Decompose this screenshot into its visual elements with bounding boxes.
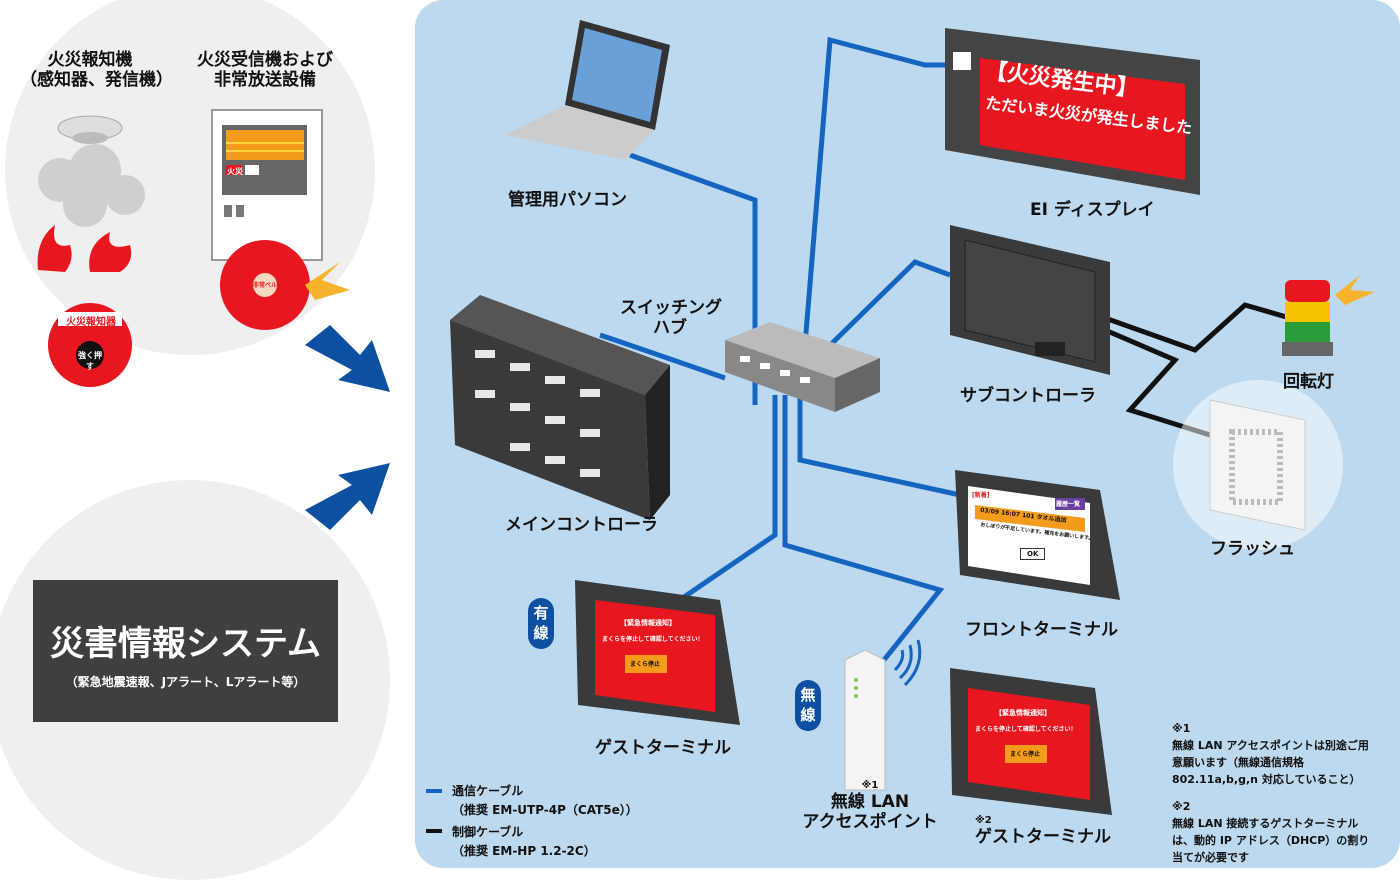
fire-icon: [37, 225, 132, 272]
flash-icon: [1173, 380, 1343, 550]
alarm-button-text: 強く押す: [78, 351, 102, 371]
front-tag: [新着]: [972, 492, 990, 499]
fire-receiver-icon: [211, 109, 323, 261]
front-terminal-label: フロントターミナル: [965, 620, 1118, 640]
front-terminal-icon: [955, 470, 1120, 600]
legend-ctrl: 制御ケーブル（推奨 EM-HP 1.2-2C）: [452, 825, 596, 858]
laptop-label: 管理用パソコン: [508, 190, 627, 210]
legend: 通信ケーブル（推奨 EM-UTP-4P（CAT5e）） 制御ケーブル（推奨 EM…: [452, 782, 638, 860]
arrow-icon: [305, 325, 390, 530]
wireless-badge: 無線: [795, 680, 821, 731]
main-controller-icon: [450, 295, 670, 520]
laptop-icon: [505, 20, 670, 160]
hub-label: スイッチングハブ: [620, 298, 722, 339]
disaster-system-subtitle: （緊急地震速報、Jアラート、Lアラート等）: [65, 675, 306, 689]
fire-bell-icon: [220, 240, 350, 330]
wired-badge: 有線: [528, 598, 554, 649]
alarm-button-icon: [48, 303, 132, 387]
disaster-system-box: 災害情報システム （緊急地震速報、Jアラート、Lアラート等）: [33, 580, 338, 722]
guest-terminal-wireless-icon: [950, 668, 1112, 815]
guest-terminal-wired-label: ゲストターミナル: [595, 738, 731, 758]
receiver-tag: 火災: [227, 167, 243, 176]
ei-display-icon: [945, 28, 1200, 195]
front-history-button: 履歴一覧: [1056, 501, 1081, 508]
smoke-icon: [38, 144, 145, 227]
guest2-screen-msg: まくらを停止して確認してください！: [975, 726, 1077, 733]
guest2-screen-button: まくら停止: [1010, 751, 1041, 758]
alarm-button-label: 火災報知器: [66, 317, 116, 328]
guest1-screen-button: まくら停止: [630, 661, 661, 668]
guest1-screen-title: 【緊急情報通知】: [620, 619, 676, 627]
sub-controller-label: サブコントローラ: [960, 386, 1096, 406]
legend-comm: 通信ケーブル（推奨 EM-UTP-4P（CAT5e））: [452, 784, 638, 817]
disaster-system-title: 災害情報システム: [50, 624, 321, 664]
ei-display-label: EI ディスプレイ: [1030, 200, 1155, 220]
sub-controller-icon: [950, 225, 1110, 375]
smoke-detector-icon: [57, 115, 123, 144]
receiver-title: 火災受信機および非常放送設備: [197, 50, 333, 91]
flash-label: フラッシュ: [1210, 539, 1295, 559]
main-controller-label: メインコントローラ: [505, 515, 658, 535]
rotating-light-label: 回転灯: [1283, 372, 1334, 392]
switching-hub-icon: [725, 322, 880, 412]
bell-label: 非常ベル: [253, 282, 278, 289]
guest-terminal-wired-icon: [575, 580, 740, 725]
fire-alarm-title: 火災報知機（感知器、発信機）: [20, 50, 173, 91]
access-point-icon: [844, 639, 922, 791]
guest1-screen-msg: まくらを停止して確認してください！: [602, 636, 704, 643]
wifi-icon: [893, 639, 922, 687]
front-ok-button: OK: [1020, 548, 1046, 560]
guest2-screen-title: 【緊急情報通知】: [995, 709, 1051, 717]
rotating-light-icon: [1282, 275, 1375, 356]
control-cables: [1104, 302, 1291, 438]
